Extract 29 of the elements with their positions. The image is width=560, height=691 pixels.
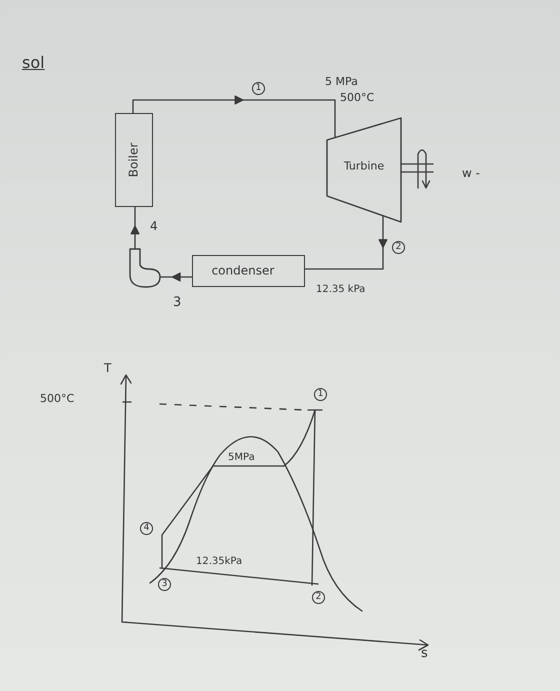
axis-label: T — [104, 362, 112, 375]
heading-text: sol — [22, 56, 45, 69]
state-number: 3 — [158, 578, 171, 591]
state-number: 3 — [173, 296, 182, 309]
flow-arrow — [304, 215, 388, 270]
state-number: 4 — [150, 220, 158, 233]
state-number: 4 — [140, 522, 153, 535]
state-number: 1 — [252, 82, 265, 95]
condenser-box — [192, 255, 305, 287]
flow-arrow — [130, 206, 140, 250]
axis-label: s — [421, 647, 428, 660]
component-label: condenser — [212, 264, 274, 278]
state-number: 2 — [392, 241, 405, 254]
flow-arrow — [132, 96, 336, 138]
component-label: Boiler — [128, 142, 140, 178]
pressure-label: 5 MPa — [325, 75, 358, 88]
temperature-label: 500°C — [40, 392, 74, 405]
pump-symbol — [130, 249, 160, 287]
turbine-symbol — [327, 118, 401, 222]
temperature-label: 500°C — [340, 91, 374, 104]
boiler-box — [115, 113, 153, 207]
state-number: 1 — [314, 388, 327, 401]
pressure-label: 12.35 kPa — [316, 283, 366, 296]
pressure-label: 12.35kPa — [196, 555, 242, 568]
component-label: Turbine — [344, 159, 384, 172]
state-number: 2 — [312, 591, 325, 604]
work-label: w - — [462, 167, 480, 180]
pressure-label: 5MPa — [228, 451, 255, 464]
flow-arrow — [159, 272, 193, 282]
